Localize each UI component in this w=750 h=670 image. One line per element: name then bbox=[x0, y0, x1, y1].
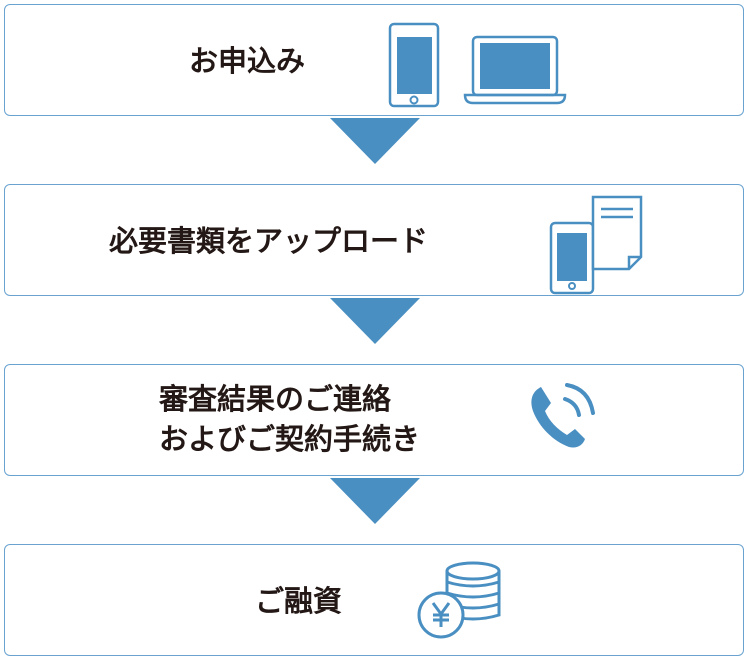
phone-call-icon bbox=[531, 383, 595, 448]
smartphone-icon bbox=[388, 22, 440, 108]
document-upload-icon bbox=[549, 195, 643, 295]
step-apply: お申込み bbox=[4, 4, 744, 116]
step-review: 審査結果のご連絡 およびご契約手続き bbox=[4, 364, 744, 476]
flow-arrow bbox=[330, 118, 420, 164]
step-label: ご融資 bbox=[255, 584, 343, 618]
step-upload: 必要書類をアップロード bbox=[4, 184, 744, 296]
flow-arrow bbox=[330, 298, 420, 344]
step-financing: ご融資 bbox=[4, 544, 744, 656]
step-label-line1: 審査結果のご連絡 bbox=[159, 382, 392, 416]
step-label: 必要書類をアップロード bbox=[109, 224, 429, 258]
laptop-icon bbox=[463, 35, 567, 105]
flow-arrow bbox=[330, 478, 420, 524]
step-label-line2: およびご契約手続き bbox=[159, 422, 421, 456]
yen-coins-icon bbox=[417, 561, 501, 639]
step-label: お申込み bbox=[189, 44, 306, 78]
